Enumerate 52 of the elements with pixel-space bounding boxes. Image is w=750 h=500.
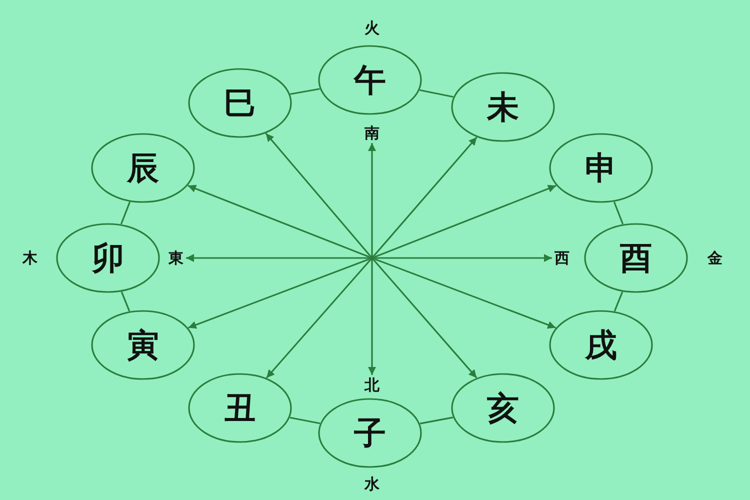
branch-circle	[56, 223, 160, 293]
connector-line	[614, 291, 624, 312]
element-label: 火	[364, 20, 380, 36]
arrow	[265, 132, 371, 256]
connector-line	[420, 416, 454, 424]
branch-character: 辰	[127, 152, 159, 184]
branch-character: 巳	[224, 87, 256, 119]
branch-character: 寅	[127, 329, 159, 361]
arrow	[373, 260, 478, 378]
branch-character: 子	[354, 417, 386, 449]
branch-circle	[318, 45, 422, 115]
arrow	[188, 184, 370, 258]
arrow	[368, 261, 376, 375]
branch-circle	[451, 373, 555, 443]
branch-character: 戌	[585, 329, 617, 361]
direction-label: 南	[362, 123, 382, 143]
branch-circle	[451, 72, 555, 142]
branch-character: 未	[487, 91, 519, 123]
branch-circle	[188, 68, 292, 138]
branch-character: 午	[354, 64, 386, 96]
arrow	[368, 143, 376, 255]
arrow	[266, 260, 371, 378]
connector-line	[290, 88, 320, 95]
branch-circle	[91, 133, 195, 203]
direction-label: 東	[166, 248, 186, 268]
branch-character: 亥	[487, 392, 519, 424]
branch-character: 卯	[92, 242, 124, 274]
direction-label: 北	[362, 375, 382, 395]
arrow	[186, 254, 369, 262]
arrow	[374, 258, 556, 329]
branch-character: 丑	[224, 392, 256, 424]
branch-circle	[91, 310, 195, 380]
arrow	[373, 136, 478, 256]
branch-circle	[549, 310, 653, 380]
element-label: 金	[708, 250, 722, 266]
branch-circle	[549, 133, 653, 203]
arrow	[188, 258, 370, 329]
direction-label: 西	[552, 248, 572, 268]
connector-line	[420, 89, 454, 98]
arrow	[375, 254, 552, 262]
element-label: 木	[22, 250, 38, 266]
arrow	[374, 184, 556, 258]
connector-line	[120, 291, 130, 312]
element-label: 水	[364, 476, 380, 492]
branch-circle	[318, 398, 422, 468]
connector-line	[613, 202, 624, 224]
branch-character: 申	[585, 152, 617, 184]
connector-line	[290, 416, 320, 424]
connector-line	[120, 202, 131, 224]
branch-circle	[584, 223, 688, 293]
branch-circle	[188, 373, 292, 443]
branch-character: 酉	[620, 242, 652, 274]
